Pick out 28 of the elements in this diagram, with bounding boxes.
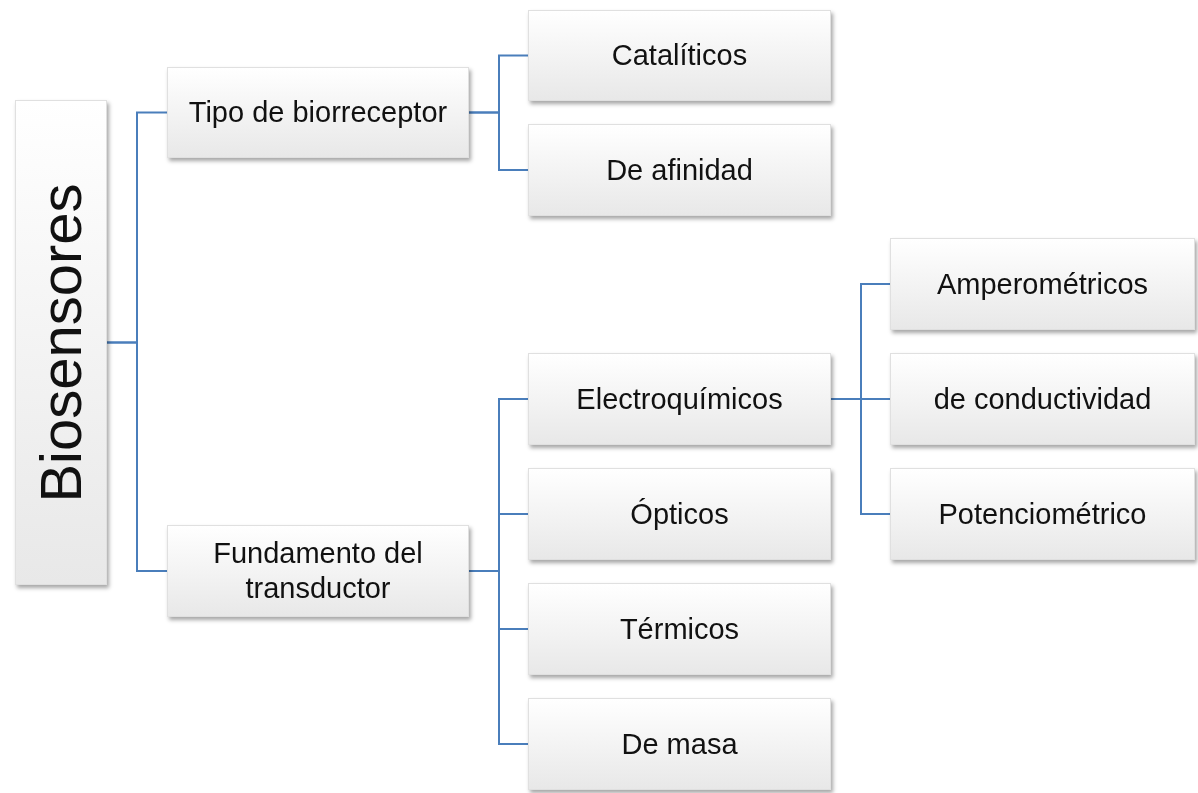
node-label: Fundamento del transductor xyxy=(212,536,424,606)
category-box xyxy=(890,468,1195,560)
connector-line xyxy=(468,570,529,745)
category-box xyxy=(890,238,1195,330)
node-label: De afinidad xyxy=(606,152,753,188)
category-box xyxy=(890,353,1195,445)
node-label: Ópticos xyxy=(630,496,729,532)
node-label: Biosensores xyxy=(27,182,95,503)
node-label: De masa xyxy=(621,726,738,762)
node-label: Electroquímicos xyxy=(576,381,783,417)
connector-line xyxy=(830,398,891,515)
node-label: Tipo de biorreceptor xyxy=(188,95,448,130)
category-box xyxy=(528,10,831,101)
category-box xyxy=(528,698,831,790)
category-box xyxy=(15,100,107,585)
category-box xyxy=(167,525,469,617)
category-box xyxy=(528,583,831,675)
connector-line xyxy=(106,341,168,572)
node-label: de conductividad xyxy=(933,381,1152,417)
node-label: Catalíticos xyxy=(611,38,748,73)
node-label: Amperométricos xyxy=(936,266,1149,302)
category-box xyxy=(528,124,831,216)
node-label: Térmicos xyxy=(619,611,740,647)
connector-line xyxy=(468,111,529,171)
category-box xyxy=(528,468,831,560)
node-label: Potenciométrico xyxy=(938,496,1147,532)
category-box xyxy=(528,353,831,445)
category-box xyxy=(167,67,469,158)
